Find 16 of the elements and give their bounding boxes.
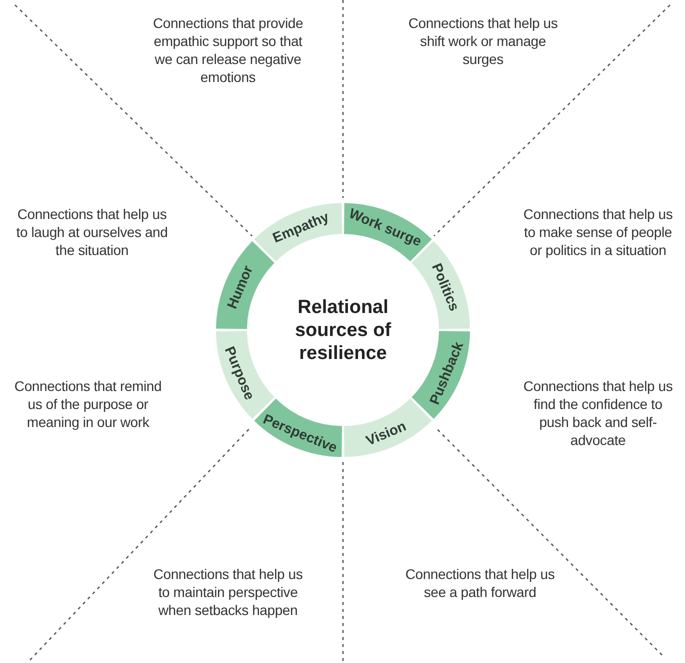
ring-segment [254, 203, 342, 262]
description-text: Connections that help us to make sense of people or politics in a situation [522, 205, 674, 259]
center-title: Relational sources of resilience [278, 296, 408, 364]
ring-segment [216, 241, 275, 329]
description-text: Connections that help us see a path forward [404, 565, 556, 601]
segment-label: Work surge [347, 204, 424, 250]
description-text: Connections that help us find the confidence to push back and self-advocate [522, 377, 674, 449]
ring-segment [411, 331, 470, 419]
description-text: Connections that provide empathic support so that we can release negative emotions [152, 14, 304, 86]
description-text: Connections that help us shift work or manage surges [407, 14, 559, 68]
description-text: Connections that remind us of the purpose or meaning in our work [13, 377, 163, 431]
description-text: Connections that help us to laugh at ourselves and the situation [15, 205, 169, 259]
description-text: Connections that help us to maintain perspective when setbacks happen [152, 565, 304, 619]
segment-label: Vision [363, 418, 408, 448]
ring-segment [254, 398, 342, 457]
ring-segment [344, 203, 432, 262]
